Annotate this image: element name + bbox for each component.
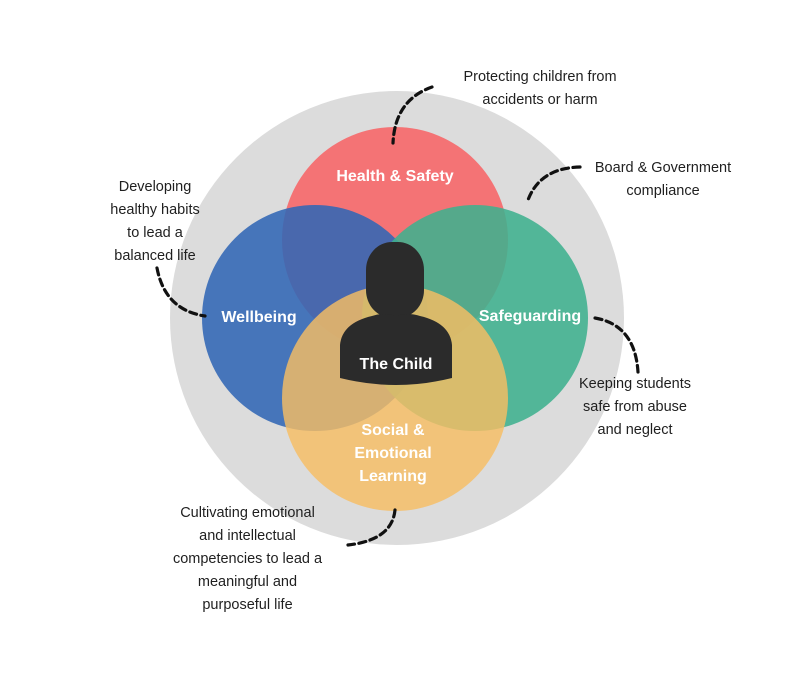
note-health-safety: Protecting children from accidents or ha… [463, 69, 617, 108]
child-icon [340, 242, 452, 385]
label-sel-line1: Social & [361, 422, 425, 439]
label-sel-line3: Learning [359, 468, 427, 485]
note-wellbeing: Developing healthy habits to lead a bala… [110, 179, 200, 264]
connector-safeguarding [593, 316, 640, 374]
connector-compliance [526, 165, 582, 202]
label-safeguarding: Safeguarding [479, 308, 581, 325]
label-wellbeing: Wellbeing [221, 309, 296, 326]
note-compliance: Board & Government compliance [594, 160, 732, 199]
connector-sel [346, 508, 397, 547]
label-sel-line2: Emotional [354, 445, 431, 462]
connector-health-safety [391, 85, 434, 145]
label-the-child: The Child [360, 356, 433, 373]
note-sel: Cultivating emotional and intellectual c… [172, 505, 323, 613]
circle-sel [282, 285, 508, 511]
connector-wellbeing [155, 266, 207, 318]
label-health-safety: Health & Safety [336, 168, 453, 185]
note-safeguarding: Keeping students safe from abuse and neg… [578, 376, 692, 438]
